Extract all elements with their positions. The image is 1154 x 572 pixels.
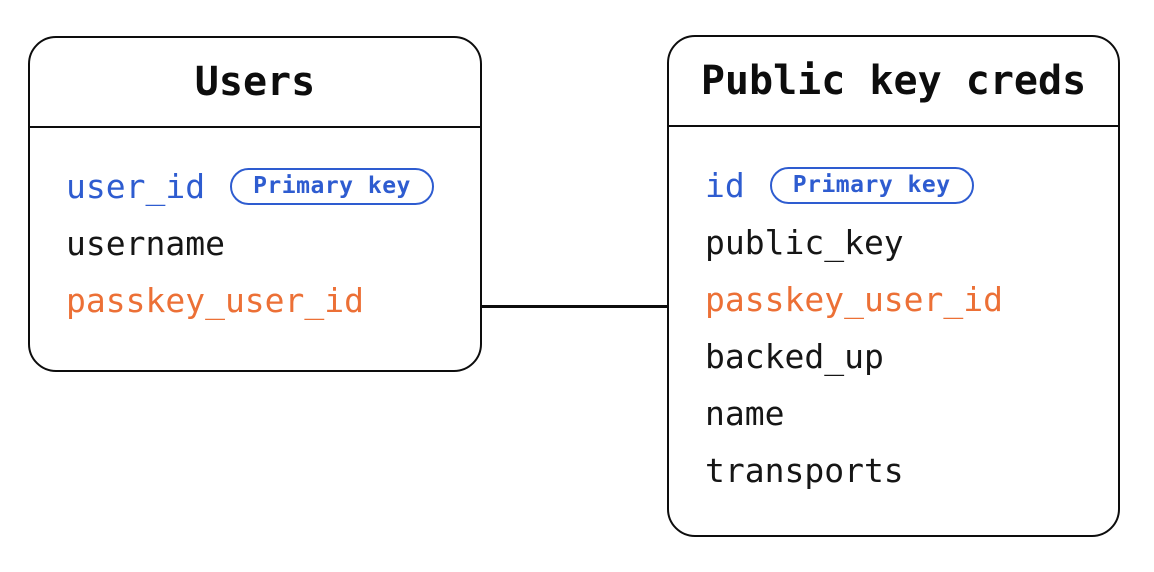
table-users-header: Users xyxy=(30,38,480,128)
table-public-key-creds: Public key creds id Primary key public_k… xyxy=(667,35,1120,537)
table-row: id Primary key xyxy=(705,157,1082,214)
table-row: transports xyxy=(705,442,1082,499)
table-row: backed_up xyxy=(705,328,1082,385)
primary-key-badge: Primary key xyxy=(769,167,974,204)
field-name: id xyxy=(705,166,745,205)
field-name: transports xyxy=(705,451,904,490)
table-row: user_id Primary key xyxy=(66,158,444,215)
table-row: passkey_user_id xyxy=(66,272,444,329)
field-name: username xyxy=(66,224,225,263)
table-users-body: user_id Primary key username passkey_use… xyxy=(30,128,480,329)
field-name: passkey_user_id xyxy=(705,280,1004,319)
table-row: username xyxy=(66,215,444,272)
field-name: user_id xyxy=(66,167,206,206)
table-row: name xyxy=(705,385,1082,442)
table-title: Users xyxy=(194,59,316,105)
table-title: Public key creds xyxy=(700,58,1087,104)
table-row: passkey_user_id xyxy=(705,271,1082,328)
field-name: name xyxy=(705,394,785,433)
relationship-line xyxy=(481,305,669,308)
table-row: public_key xyxy=(705,214,1082,271)
table-public-key-creds-body: id Primary key public_key passkey_user_i… xyxy=(669,127,1118,499)
primary-key-badge: Primary key xyxy=(230,168,434,205)
field-name: passkey_user_id xyxy=(66,281,365,320)
field-name: public_key xyxy=(705,223,904,262)
field-name: backed_up xyxy=(705,337,884,376)
table-public-key-creds-header: Public key creds xyxy=(669,37,1118,127)
table-users: Users user_id Primary key username passk… xyxy=(28,36,482,372)
